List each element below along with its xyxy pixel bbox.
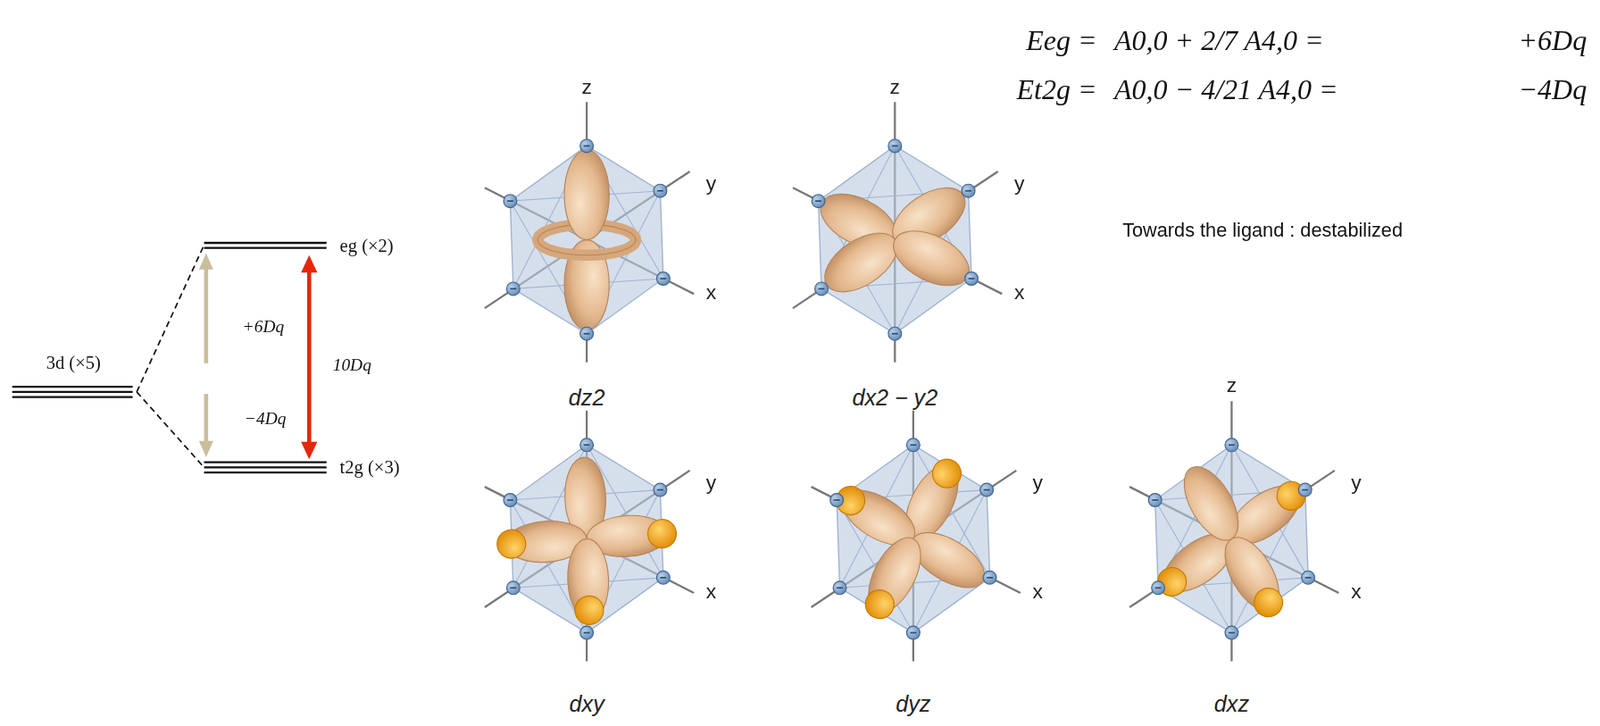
equation-term: +6Dq <box>1517 24 1587 58</box>
axis-label: x <box>706 281 717 305</box>
note-text: Towards the ligand : destabilized <box>1122 219 1403 242</box>
axis-label: z <box>1226 374 1237 398</box>
energy-gap: 10Dq <box>333 355 372 375</box>
equation-term: −4Dq <box>1517 73 1587 107</box>
axis-label: z <box>890 75 900 99</box>
orbital-name: dx2 − y2 <box>848 384 942 411</box>
orbital-name: dz2 <box>564 384 609 411</box>
axis-label: z <box>581 75 592 99</box>
equation-term: A0,0 + 2/7 A4,0 = <box>1114 24 1325 58</box>
axis-label: y <box>1350 470 1361 494</box>
energy-levels <box>12 242 327 473</box>
level-label: 3d (×5) <box>46 352 101 375</box>
orbital-name: dxz <box>1209 691 1253 717</box>
energy-shift: +6Dq <box>242 316 285 337</box>
orbital-dxy <box>484 400 694 661</box>
axis-label: y <box>706 172 717 196</box>
splitting-arrows <box>199 252 318 459</box>
axis-label: x <box>1350 580 1361 604</box>
energy-shift: −4Dq <box>244 408 287 428</box>
axis-label: y <box>706 470 717 494</box>
level-label: eg (×2) <box>340 235 394 258</box>
axis-label: y <box>1014 172 1025 196</box>
orbital-dx2-y2 <box>792 101 1002 362</box>
level-label: t2g (×3) <box>340 457 400 479</box>
orbital-dxz <box>1129 400 1339 661</box>
orbital-name: dyz <box>891 691 935 717</box>
equation-term: Et2g = <box>1016 73 1098 107</box>
orbital-name: dxy <box>565 691 609 717</box>
equation-term: Eeg = <box>1025 24 1097 58</box>
axis-label: y <box>1033 470 1043 494</box>
orbital-dz2 <box>484 101 694 362</box>
equation-term: A0,0 − 4/21 A4,0 = <box>1114 73 1339 107</box>
axis-label: x <box>1014 281 1025 305</box>
axis-label: x <box>706 580 717 604</box>
axis-label: x <box>1033 580 1043 604</box>
orbital-dyz <box>811 400 1021 661</box>
